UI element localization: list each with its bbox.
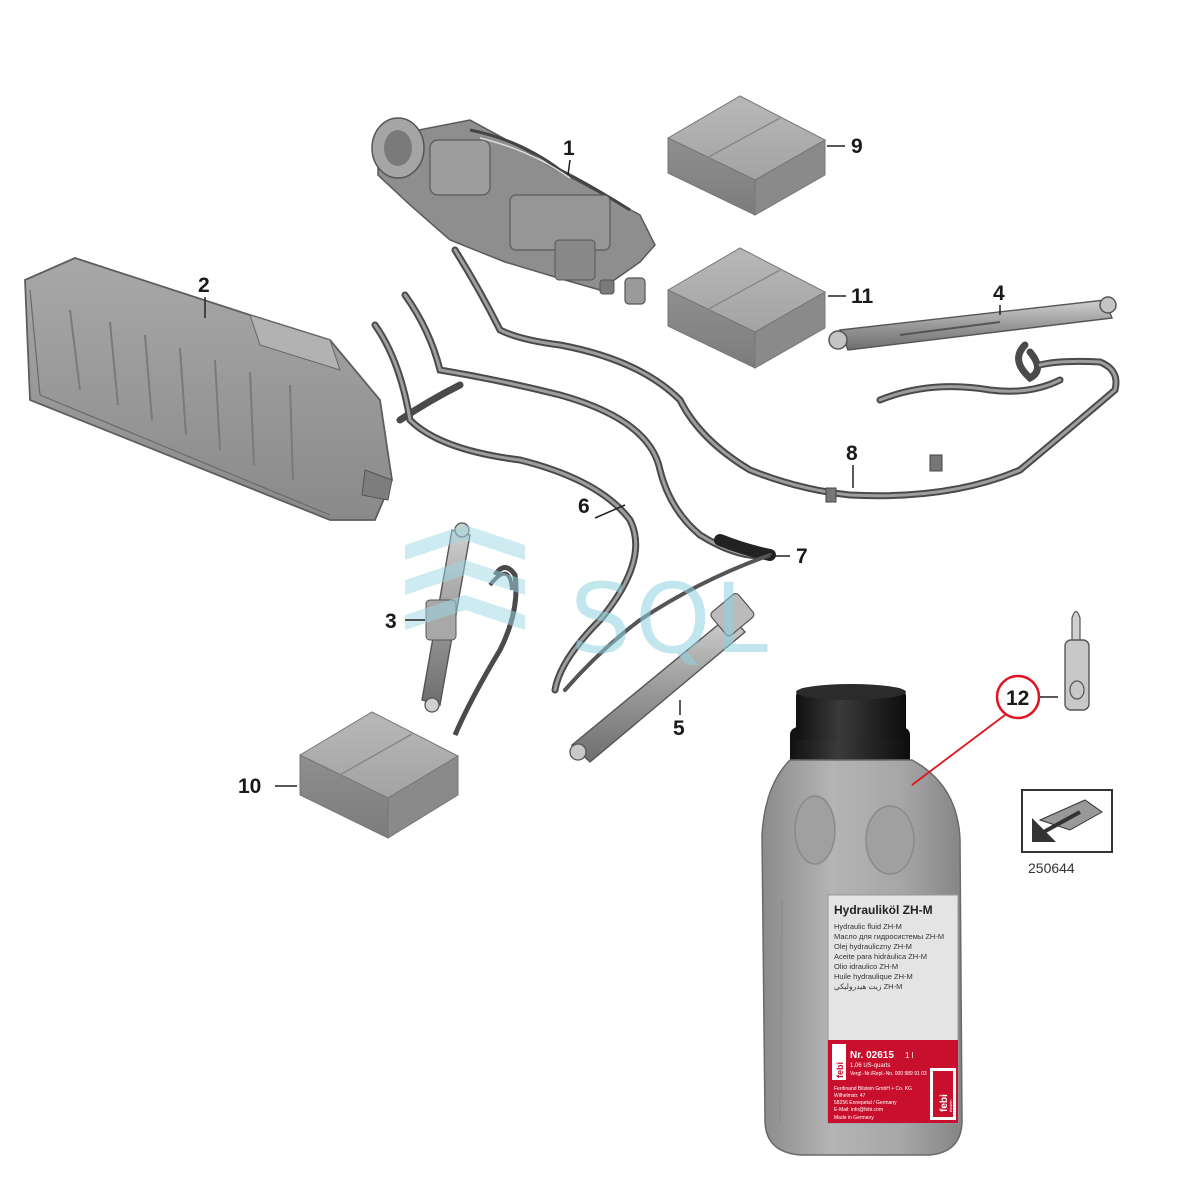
hydraulic-hoses <box>371 246 1120 694</box>
callout-10: 10 <box>238 775 261 798</box>
bottle-label: Hydrauliköl ZH-M Hydraulic fluid ZH-M Ма… <box>827 894 959 1124</box>
hydraulic-tank <box>24 257 393 521</box>
callout-2: 2 <box>198 274 210 297</box>
callout-labels: 1 2 3 4 5 6 7 8 9 10 11 12 <box>198 135 1029 798</box>
box-part-9 <box>666 95 827 216</box>
callout-5: 5 <box>673 717 685 740</box>
label-made-in: Made in Germany <box>834 1115 874 1121</box>
bottle-cap <box>796 690 906 740</box>
callout-9: 9 <box>851 135 863 158</box>
callout-7: 7 <box>796 545 808 568</box>
label-volume-us: 1,06 US-quarts <box>850 1063 890 1069</box>
label-line-2: Масло для гидросистемы ZH-M <box>834 932 944 941</box>
label-line-3: Olej hydrauliczny ZH-M <box>834 942 912 951</box>
hydraulic-cylinder-lower <box>569 592 755 763</box>
callout-11: 11 <box>851 285 874 308</box>
label-line-5: Olio idraulico ZH-M <box>834 962 898 971</box>
watermark: SQL <box>405 525 772 675</box>
label-volume: 1 l <box>905 1051 914 1060</box>
callout-12-highlight <box>911 674 1058 786</box>
febi-logo-sub: bilstein <box>948 1100 953 1112</box>
pin-part-12 <box>1064 610 1090 711</box>
label-ref-line: Vergl.-Nr./Repl.-No. 000 989 91 03 <box>850 1071 927 1077</box>
label-company-1: Ferdinand Bilstein GmbH + Co. KG <box>834 1086 912 1092</box>
label-title: Hydrauliköl ZH-M <box>834 903 933 917</box>
label-company-3: 58256 Ennepetal / Germany <box>834 1100 897 1106</box>
hydraulic-cylinder-upper <box>828 296 1117 351</box>
label-line-7: زيت هيدروليكي ZH-M <box>834 982 902 991</box>
label-small-brand: febi <box>835 1062 845 1078</box>
box-part-10 <box>298 711 460 839</box>
leader-lines <box>204 145 1001 787</box>
hydraulic-cylinder-left <box>421 522 519 736</box>
callout-8: 8 <box>846 442 858 465</box>
reference-arrow-box: 250644 <box>1021 789 1113 876</box>
label-part-number: Nr. 02615 <box>850 1050 894 1061</box>
label-line-4: Aceite para hidráulica ZH-M <box>834 952 927 961</box>
hydraulic-pump-unit <box>371 117 656 305</box>
callout-1: 1 <box>563 137 575 160</box>
hydraulic-fluid-bottle: Hydrauliköl ZH-M Hydraulic fluid ZH-M Ма… <box>761 684 963 1156</box>
label-company-2: Wilhelmstr. 47 <box>834 1093 866 1099</box>
febi-logo: febi bilstein <box>930 1068 956 1120</box>
label-company-4: E-Mail: info@febi.com <box>834 1107 883 1113</box>
callout-6: 6 <box>578 495 590 518</box>
watermark-text: SQL <box>570 563 772 675</box>
febi-logo-text: febi <box>939 1094 950 1112</box>
callout-3: 3 <box>385 610 397 633</box>
box-part-11 <box>666 247 827 369</box>
callout-4: 4 <box>993 282 1005 305</box>
callout-12: 12 <box>1006 687 1029 710</box>
label-line-1: Hydraulic fluid ZH-M <box>834 922 902 931</box>
label-line-6: Huile hydraulique ZH-M <box>834 972 913 981</box>
reference-number: 250644 <box>1028 860 1075 876</box>
